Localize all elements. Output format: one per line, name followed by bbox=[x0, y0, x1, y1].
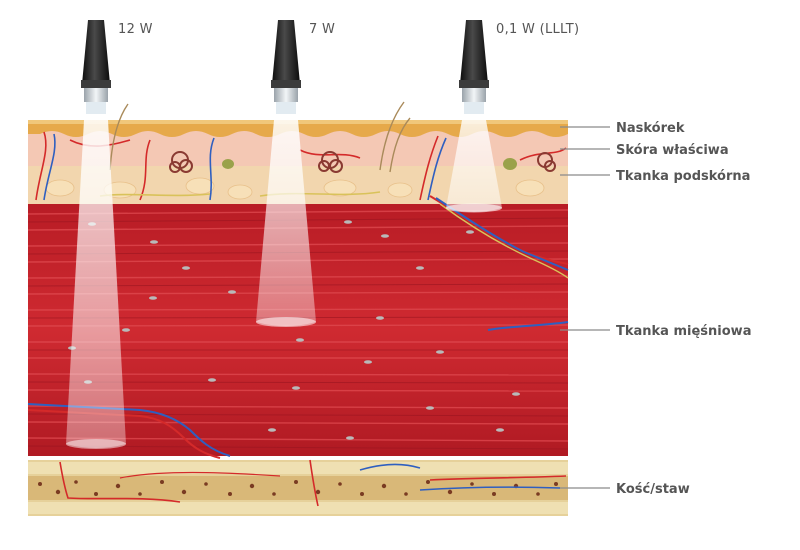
layer-label-epidermis: Naskórek bbox=[616, 121, 685, 136]
bone-vessels bbox=[59, 459, 567, 507]
layer-label-muscle: Tkanka mięśniowa bbox=[616, 324, 751, 339]
layer-label-bone: Kość/staw bbox=[616, 482, 690, 497]
layer-label-dermis: Skóra właściwa bbox=[616, 143, 729, 158]
probe-01w bbox=[459, 20, 489, 120]
sweat-glands bbox=[169, 151, 556, 173]
beam-7w bbox=[256, 120, 316, 326]
beam-12w bbox=[66, 120, 126, 448]
follicles bbox=[222, 158, 517, 170]
layer-label-subcutis: Tkanka podskórna bbox=[616, 169, 750, 184]
marrow-dots bbox=[38, 480, 558, 496]
beam-01w bbox=[446, 120, 502, 212]
hair-strands bbox=[109, 101, 411, 173]
probe-label-7w: 7 W bbox=[309, 22, 335, 37]
probe-12w bbox=[81, 20, 111, 120]
probe-label-12w: 12 W bbox=[118, 22, 153, 37]
probe-7w bbox=[271, 20, 301, 120]
laser-beams bbox=[66, 120, 502, 449]
probe-label-01w: 0,1 W (LLLT) bbox=[496, 22, 579, 37]
